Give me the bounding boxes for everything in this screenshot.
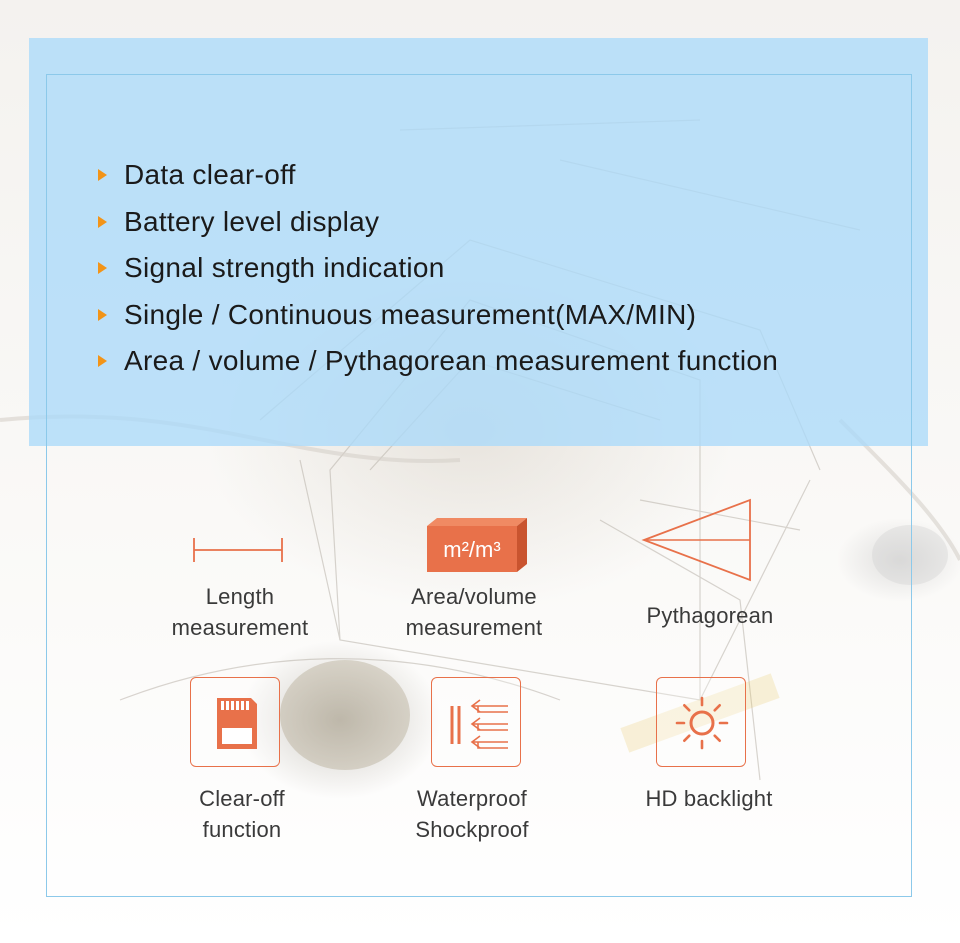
feature-item-label: Single / Continuous measurement(MAX/MIN) xyxy=(124,298,697,330)
backlight-caption: HD backlight xyxy=(645,786,773,811)
triangle-bullet-icon xyxy=(98,308,107,321)
feature-item: Single / Continuous measurement(MAX/MIN) xyxy=(96,292,778,339)
feature-item-label: Area / volume / Pythagorean measurement … xyxy=(124,345,779,377)
area-volume-badge: m²/m³ xyxy=(443,537,500,562)
cube-icon: m²/m³ xyxy=(427,518,527,572)
pythagorean-caption: Pythagorean xyxy=(646,603,774,628)
feature-item-label: Signal strength indication xyxy=(124,252,445,284)
area-volume-caption: Area/volume measurement xyxy=(405,584,543,640)
triangle-bullet-icon xyxy=(98,355,107,368)
feature-panel xyxy=(29,38,928,446)
triangle-icon xyxy=(641,498,751,582)
feature-item: Area / volume / Pythagorean measurement … xyxy=(96,338,778,385)
feature-item-label: Data clear-off xyxy=(124,159,296,191)
feature-item: Signal strength indication xyxy=(96,245,778,292)
feature-item: Data clear-off xyxy=(96,152,778,199)
length-caption: Length measurement xyxy=(171,584,309,640)
sd-card-icon xyxy=(217,698,257,749)
clear-off-caption: Clear-off function xyxy=(199,786,285,842)
triangle-bullet-icon xyxy=(98,215,107,228)
waterproof-caption: Waterproof Shockproof xyxy=(415,786,529,842)
sun-icon xyxy=(675,696,729,750)
feature-list: Data clear-off Battery level display Sig… xyxy=(96,152,778,385)
feature-item: Battery level display xyxy=(96,199,778,246)
triangle-bullet-icon xyxy=(98,169,107,182)
waterproof-shield-icon xyxy=(450,699,508,749)
backlight-icon-box xyxy=(656,677,746,767)
clear-off-icon-box xyxy=(190,677,280,767)
length-ruler-icon xyxy=(193,538,283,562)
feature-item-label: Battery level display xyxy=(124,205,380,237)
triangle-bullet-icon xyxy=(98,262,107,275)
waterproof-icon-box xyxy=(431,677,521,767)
content-frame xyxy=(46,74,912,897)
